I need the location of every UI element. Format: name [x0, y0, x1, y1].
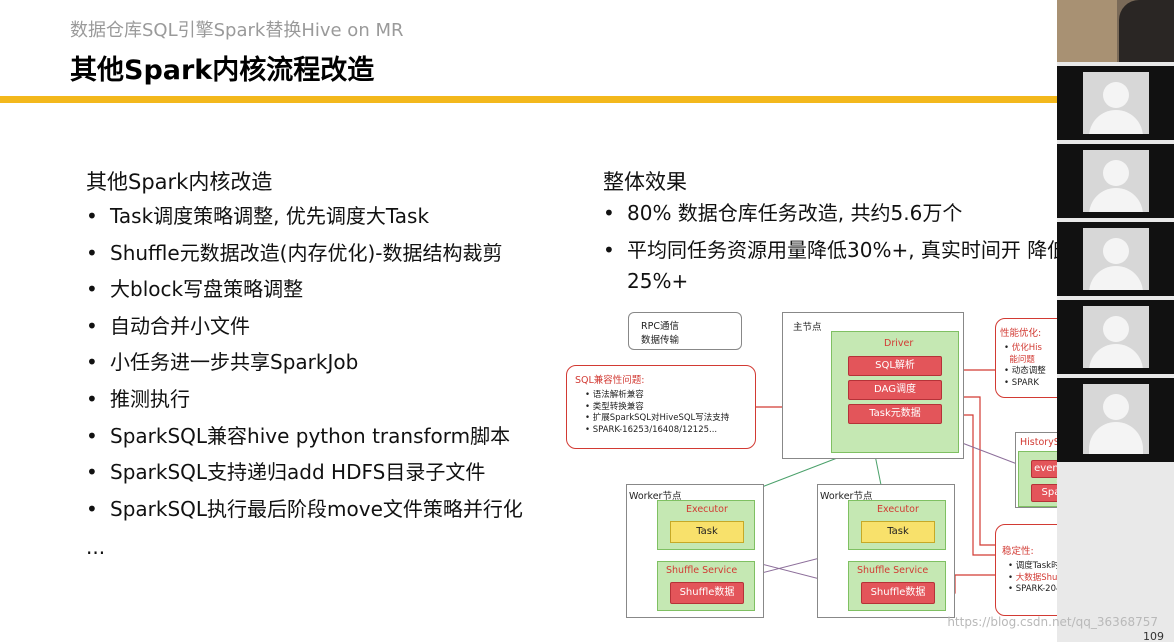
worker-node-1: Worker节点 Executor Task Shuffle Service S… [626, 484, 764, 618]
page-number: 109 [1143, 630, 1164, 643]
shuffle-data-1-block: Shuffle数据 [670, 582, 744, 604]
deck-subtitle: 数据仓库SQL引擎Spark替换Hive on MR [70, 20, 404, 41]
participant-tile-4[interactable] [1057, 300, 1174, 374]
list-item: 80% 数据仓库任务改造, 共约5.6万个 [603, 198, 1087, 229]
task-meta-block: Task元数据 [848, 404, 942, 424]
perf-title: 性能优化: [1000, 328, 1042, 339]
perf-items: • 优化His 能问题 • 动态调整 • SPARK [1004, 343, 1046, 389]
slide-title: 其他Spark内核流程改造 [70, 55, 375, 86]
left-bullet-list: Task调度策略调整, 优先调度大Task Shuffle元数据改造(内存优化)… [86, 198, 523, 527]
participant-tile-5[interactable] [1057, 378, 1174, 462]
list-item: • SPARK-16253/16408/12125... [585, 424, 718, 435]
list-item: • SPARK [1004, 377, 1039, 388]
task-1-block: Task [670, 521, 744, 543]
driver-box: Driver SQL解析 DAG调度 Task元数据 [831, 331, 959, 453]
worker-1-label: Worker节点 [629, 491, 682, 502]
participant-tile-3[interactable] [1057, 222, 1174, 296]
legend-data-label: 数据传输 [641, 335, 680, 346]
list-item: 推测执行 [86, 381, 523, 418]
executor-1-box: Executor Task [657, 500, 755, 550]
history-server-label: HistoryS [1020, 437, 1060, 448]
list-item: 平均同任务资源用量降低30%+, 真实时间开 降低25%+ [603, 235, 1087, 297]
speaker-silhouette [1119, 0, 1174, 62]
list-item: SparkSQL支持递归add HDFS目录子文件 [86, 454, 523, 491]
list-item: Task调度策略调整, 优先调度大Task [86, 198, 523, 235]
list-item: 自动合并小文件 [86, 308, 523, 345]
list-item: • 类型转换兼容 [585, 401, 644, 412]
more-ellipsis: ... [86, 535, 106, 559]
avatar [1083, 150, 1149, 212]
sql-compat-title: SQL兼容性问题: [575, 375, 645, 386]
accent-bar [0, 96, 1060, 103]
list-item: • 动态调整 [1004, 366, 1046, 376]
right-bullet-list: 80% 数据仓库任务改造, 共约5.6万个 平均同任务资源用量降低30%+, 真… [603, 198, 1087, 297]
left-heading: 其他Spark内核改造 [86, 170, 273, 194]
executor-1-label: Executor [686, 504, 728, 515]
participant-video-speaker[interactable] [1057, 0, 1174, 62]
list-item: • 扩展SparkSQL对HiveSQL写法支持 [585, 413, 730, 423]
avatar [1083, 72, 1149, 134]
dag-block: DAG调度 [848, 380, 942, 400]
list-item: SparkSQL执行最后阶段move文件策略并行化 [86, 491, 523, 528]
list-item: • 语法解析兼容 [585, 390, 644, 400]
list-item: • 优化His [1004, 343, 1042, 353]
stability-title: 稳定性: [1002, 546, 1034, 557]
speaker-background [1057, 0, 1117, 62]
participant-tile-2[interactable] [1057, 144, 1174, 218]
sql-compat-box: SQL兼容性问题: • 语法解析兼容 • 类型转换兼容 • 扩展SparkSQL… [566, 365, 756, 449]
executor-2-label: Executor [877, 504, 919, 515]
list-item: SparkSQL兼容hive python transform脚本 [86, 418, 523, 455]
shuffle-data-2-block: Shuffle数据 [861, 582, 935, 604]
shuffle-service-2-label: Shuffle Service [857, 565, 929, 576]
driver-label: Driver [884, 338, 914, 349]
list-item: Shuffle元数据改造(内存优化)-数据结构裁剪 [86, 235, 523, 272]
worker-2-label: Worker节点 [820, 491, 873, 502]
worker-node-2: Worker节点 Executor Task Shuffle Service S… [817, 484, 955, 618]
shuffle-service-1-label: Shuffle Service [666, 565, 738, 576]
avatar [1083, 306, 1149, 368]
master-node-label: 主节点 [793, 322, 822, 333]
list-item: 大block写盘策略调整 [86, 271, 523, 308]
avatar [1083, 384, 1149, 454]
shuffle-service-1-box: Shuffle Service Shuffle数据 [657, 561, 755, 611]
sql-compat-items: • 语法解析兼容 • 类型转换兼容 • 扩展SparkSQL对HiveSQL写法… [585, 390, 729, 436]
legend-rpc-label: RPC通信 [641, 321, 679, 332]
sql-parse-block: SQL解析 [848, 356, 942, 376]
participant-tile-1[interactable] [1057, 66, 1174, 140]
list-item: 小任务进一步共享SparkJob [86, 344, 523, 381]
right-heading: 整体效果 [603, 170, 687, 194]
watermark: https://blog.csdn.net/qq_36368757 [947, 615, 1158, 629]
task-2-block: Task [861, 521, 935, 543]
executor-2-box: Executor Task [848, 500, 946, 550]
shuffle-service-2-box: Shuffle Service Shuffle数据 [848, 561, 946, 611]
avatar [1083, 228, 1149, 290]
legend-box: RPC通信 数据传输 [628, 312, 742, 350]
master-node-box: 主节点 Driver SQL解析 DAG调度 Task元数据 [782, 312, 964, 459]
list-item: 能问题 [1009, 354, 1035, 365]
